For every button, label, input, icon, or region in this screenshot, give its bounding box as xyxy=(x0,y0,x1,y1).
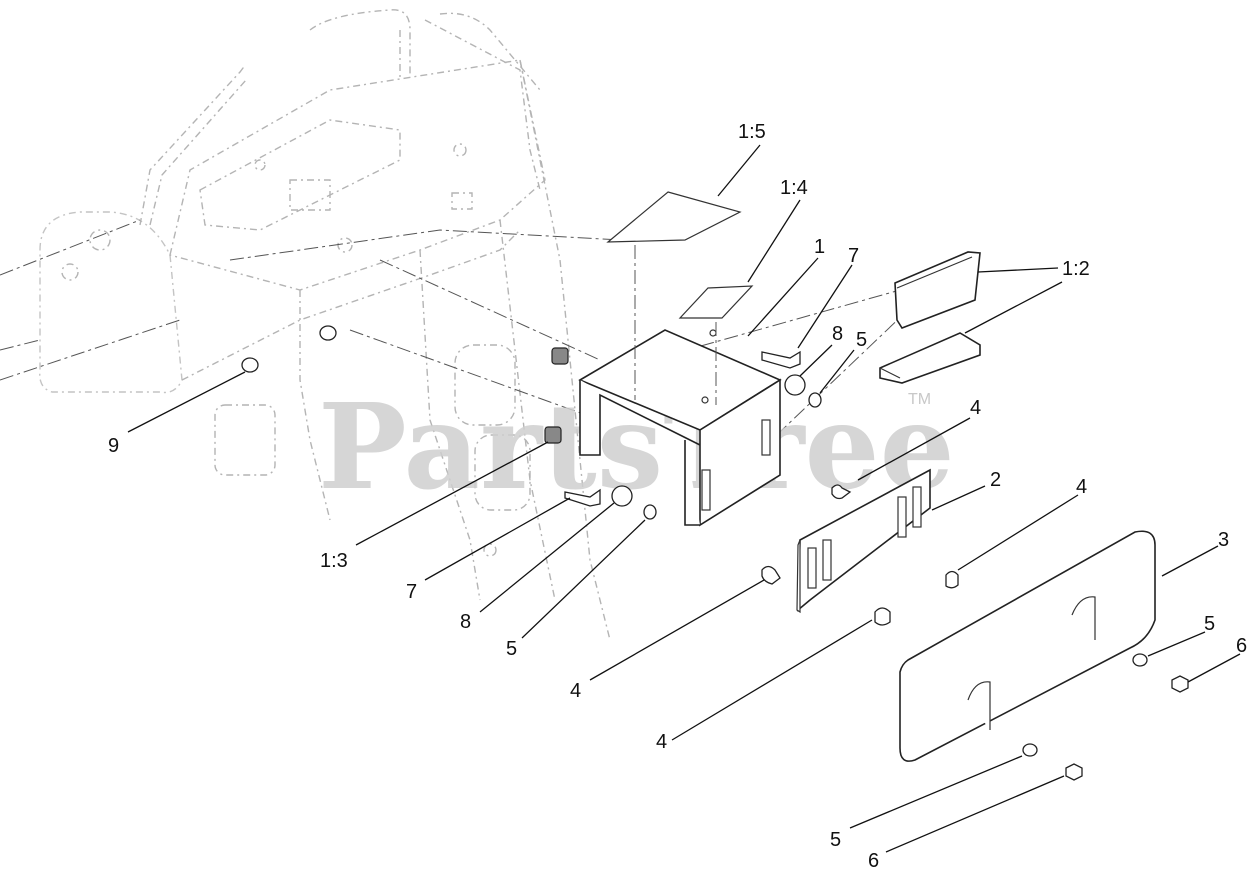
watermark-trademark: TM xyxy=(908,391,931,408)
mount-plate[interactable] xyxy=(796,468,931,614)
clip-nut-1-3 xyxy=(544,426,562,444)
nut-9 xyxy=(241,357,259,373)
bolt-4-c xyxy=(761,565,781,585)
bolt-4-d xyxy=(874,607,891,626)
callout-label[interactable]: 9 xyxy=(108,435,119,457)
callout-label[interactable]: 7 xyxy=(406,581,417,603)
knob-8-upper xyxy=(784,374,806,396)
bolt-4-b xyxy=(945,570,959,589)
clip-nut-upper xyxy=(551,347,569,365)
bolt-7-lower xyxy=(564,488,601,507)
callout-label[interactable]: 5 xyxy=(830,829,841,851)
callout-label[interactable]: 1:4 xyxy=(780,177,808,199)
washer-5-b xyxy=(643,504,657,520)
callout-label[interactable]: 4 xyxy=(1076,476,1087,498)
callout-labels: 1:5 1:4 1 7 1:2 8 5 4 9 2 4 3 1:3 7 8 5 … xyxy=(108,121,1247,872)
callout-label[interactable]: 7 xyxy=(848,245,859,267)
callout-label[interactable]: 5 xyxy=(856,329,867,351)
callout-label[interactable]: 5 xyxy=(1204,613,1215,635)
callout-label[interactable]: 1:5 xyxy=(738,121,766,143)
bolt-4-a xyxy=(831,484,852,500)
cover-plate[interactable] xyxy=(899,530,1156,762)
callout-label[interactable]: 2 xyxy=(990,469,1001,491)
leader-lines xyxy=(127,144,1241,853)
guard-bracket[interactable] xyxy=(578,245,782,527)
pad-1-2-upper[interactable] xyxy=(894,251,981,329)
callout-label[interactable]: 4 xyxy=(970,397,981,419)
hardware xyxy=(241,325,1189,781)
washer-5-c xyxy=(1132,653,1148,667)
callout-label[interactable]: 8 xyxy=(832,323,843,345)
bolt-7-upper xyxy=(761,350,801,369)
callout-label[interactable]: 1:3 xyxy=(320,550,348,572)
washer-5-d xyxy=(1022,743,1038,757)
callout-label[interactable]: 1:2 xyxy=(1062,258,1090,280)
callout-label[interactable]: 4 xyxy=(570,680,581,702)
knob-8-lower xyxy=(611,485,633,507)
callout-label[interactable]: 5 xyxy=(506,638,517,660)
pad-1-2-lower[interactable] xyxy=(879,332,981,384)
callout-label[interactable]: 6 xyxy=(868,850,879,872)
nut-6-a xyxy=(1171,675,1189,693)
callout-label[interactable]: 4 xyxy=(656,731,667,753)
nut-6-b xyxy=(1065,763,1083,781)
callout-label[interactable]: 1 xyxy=(814,236,825,258)
decal-1-4[interactable] xyxy=(678,285,754,319)
callout-label[interactable]: 8 xyxy=(460,611,471,633)
machine-frame xyxy=(0,9,951,641)
callout-label[interactable]: 6 xyxy=(1236,635,1247,657)
callout-label[interactable]: 3 xyxy=(1218,529,1229,551)
decal-1-5[interactable] xyxy=(606,191,742,243)
washer-5-a xyxy=(808,392,822,408)
